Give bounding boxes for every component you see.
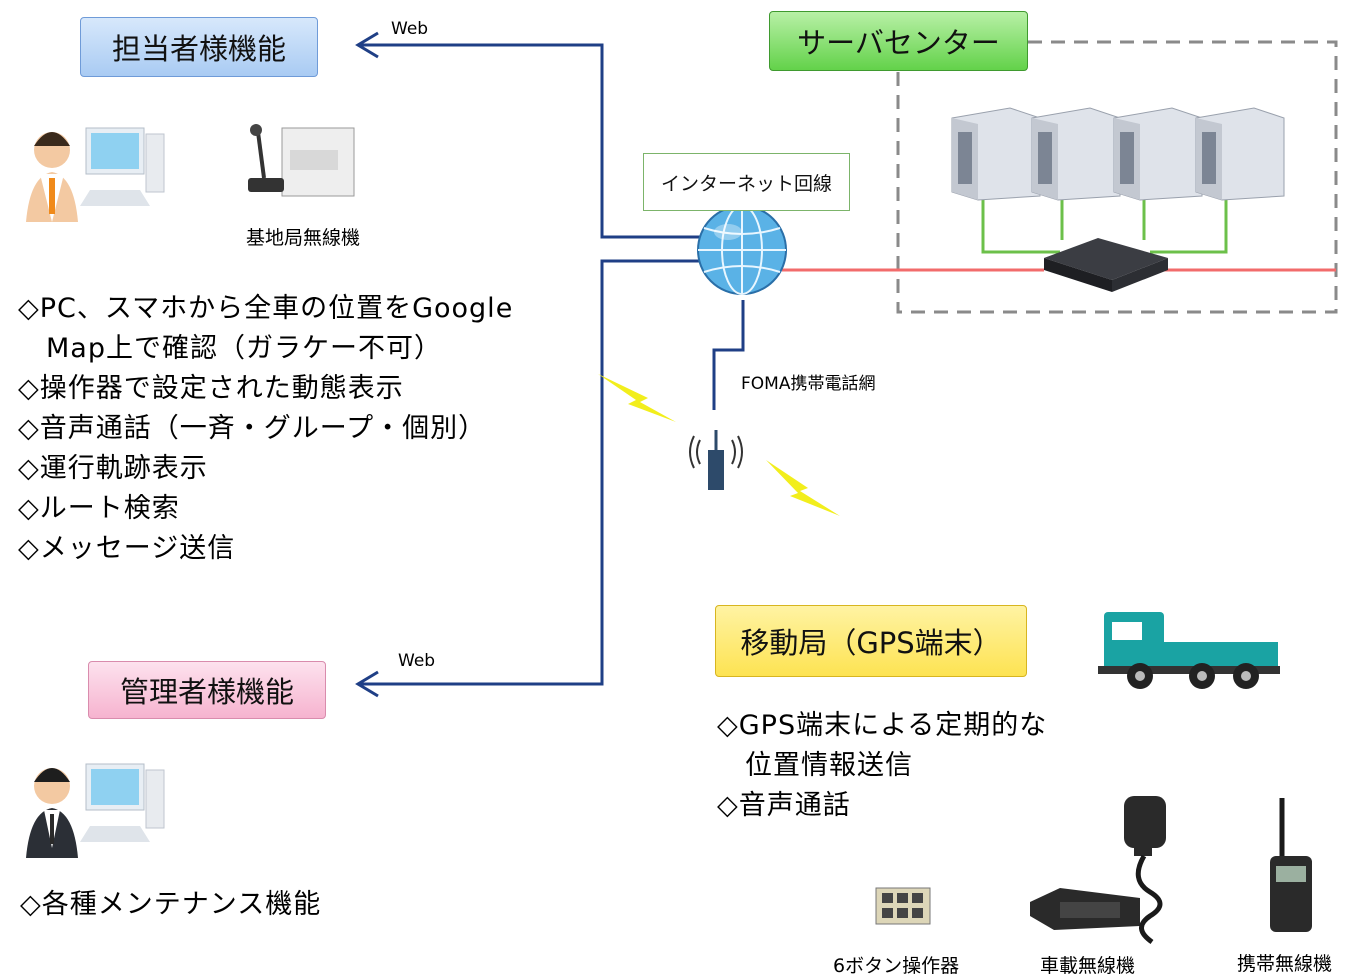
lightning-icon — [598, 374, 676, 422]
web-link-bottom — [360, 259, 700, 686]
feature-item: ◇音声通話 — [717, 790, 851, 821]
tantou-title: 担当者様機能 — [111, 32, 286, 66]
base-station-radio-icon — [248, 124, 355, 197]
arrowhead-top — [355, 31, 379, 59]
foma-link — [712, 300, 745, 410]
router-icon — [1044, 238, 1168, 292]
web-label-top: Web — [391, 19, 429, 39]
foma-network-label: FOMA携帯電話網 — [741, 374, 876, 394]
feature-item: ◇GPS端末による定期的な — [717, 710, 1048, 741]
operator-pc-icon — [26, 127, 165, 222]
internet-line-label: インターネット回線 — [660, 172, 832, 195]
portable-radio-label: 携帯無線機 — [1237, 953, 1333, 975]
internet-globe-icon — [697, 205, 787, 295]
idou-title: 移動局（GPS端末） — [740, 626, 1002, 660]
lightning-icon — [766, 460, 840, 516]
car-radio-icon — [1030, 796, 1166, 945]
internet-line-box: インターネット回線 — [643, 153, 850, 211]
server-lan — [981, 195, 1060, 254]
feature-item: ◇メッセージ送信 — [18, 533, 236, 564]
feature-item: ◇音声通話（一斉・グループ・個別） — [18, 413, 487, 444]
six-button-label: 6ボタン操作器 — [833, 955, 960, 977]
web-link-top — [360, 43, 700, 239]
truck-icon — [1098, 612, 1280, 689]
server-center-box: サーバセンター — [769, 11, 1028, 71]
feature-item: ◇PC、スマホから全車の位置をGoogle — [18, 293, 514, 324]
feature-item: ◇運行軌跡表示 — [18, 453, 208, 484]
idou-station-box: 移動局（GPS端末） — [715, 605, 1027, 677]
six-button-controller-icon — [875, 887, 931, 925]
idou-feature-list: ◇GPS端末による定期的な 位置情報送信 ◇音声通話 — [717, 706, 1047, 826]
manager-pc-icon — [26, 763, 165, 858]
kanri-feature-list: ◇各種メンテナンス機能 — [20, 885, 321, 925]
web-label-bottom: Web — [398, 651, 436, 671]
feature-item: 位置情報送信 — [717, 750, 913, 781]
server-rack-icon — [951, 107, 1285, 201]
base-station-radio-label: 基地局無線機 — [246, 227, 361, 249]
car-radio-label: 車載無線機 — [1040, 955, 1136, 977]
feature-item: ◇操作器で設定された動態表示 — [18, 373, 404, 404]
server-center-frame — [896, 40, 1338, 314]
feature-item: ◇ルート検索 — [18, 493, 180, 524]
kanri-function-box: 管理者様機能 — [88, 661, 326, 719]
kanri-title: 管理者様機能 — [119, 675, 294, 709]
feature-item: ◇各種メンテナンス機能 — [20, 889, 322, 920]
arrowhead-bottom — [355, 670, 379, 698]
tantou-function-box: 担当者様機能 — [80, 17, 318, 77]
cell-tower-icon — [689, 430, 743, 490]
server-center-title: サーバセンター — [797, 26, 1000, 60]
feature-item: Map上で確認（ガラケー不可） — [18, 333, 442, 364]
portable-radio-icon — [1270, 798, 1312, 932]
tantou-feature-list: ◇PC、スマホから全車の位置をGoogle Map上で確認（ガラケー不可） ◇操… — [18, 289, 513, 569]
